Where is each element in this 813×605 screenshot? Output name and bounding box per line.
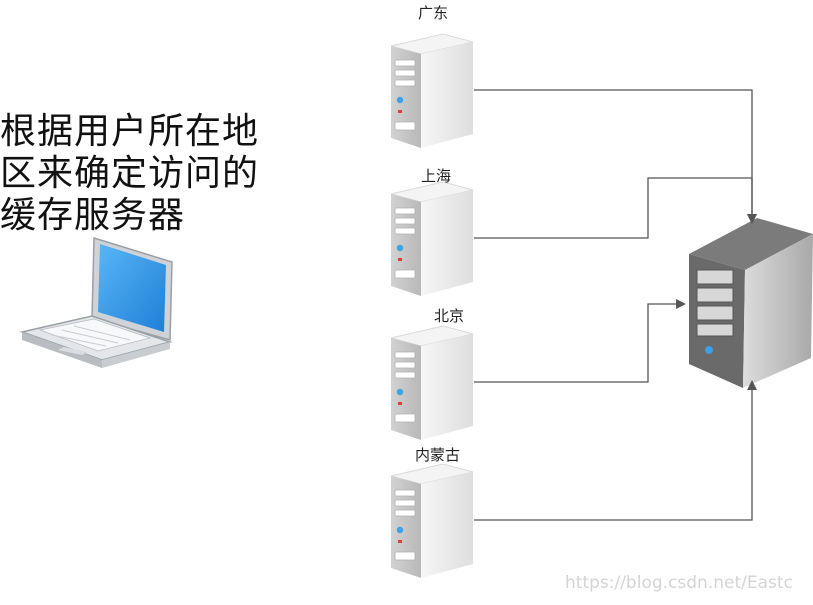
server-label-shanghai: 上海 — [421, 167, 452, 185]
connector-beijing — [474, 299, 686, 383]
caption-line-1: 根据用户所在地 — [0, 111, 260, 152]
watermark-text: https://blog.csdn.net/Eastc — [565, 573, 793, 593]
caption-line-3: 缓存服务器 — [0, 195, 186, 236]
server-beijing-icon — [390, 325, 474, 441]
caption-line-2: 区来确定访问的 — [0, 153, 260, 194]
server-neimenggu-icon — [390, 463, 474, 579]
laptop-icon — [19, 236, 173, 368]
server-label-beijing: 北京 — [434, 307, 465, 325]
server-guangdong-icon — [390, 33, 474, 149]
connector-guangdong — [474, 89, 757, 224]
server-label-guangdong: 广东 — [418, 4, 449, 22]
server-shanghai-icon — [390, 181, 474, 297]
connector-shanghai — [474, 177, 757, 239]
connector-neimenggu — [474, 380, 757, 521]
main-server-icon — [689, 218, 813, 388]
server-label-neimenggu: 内蒙古 — [415, 446, 461, 464]
